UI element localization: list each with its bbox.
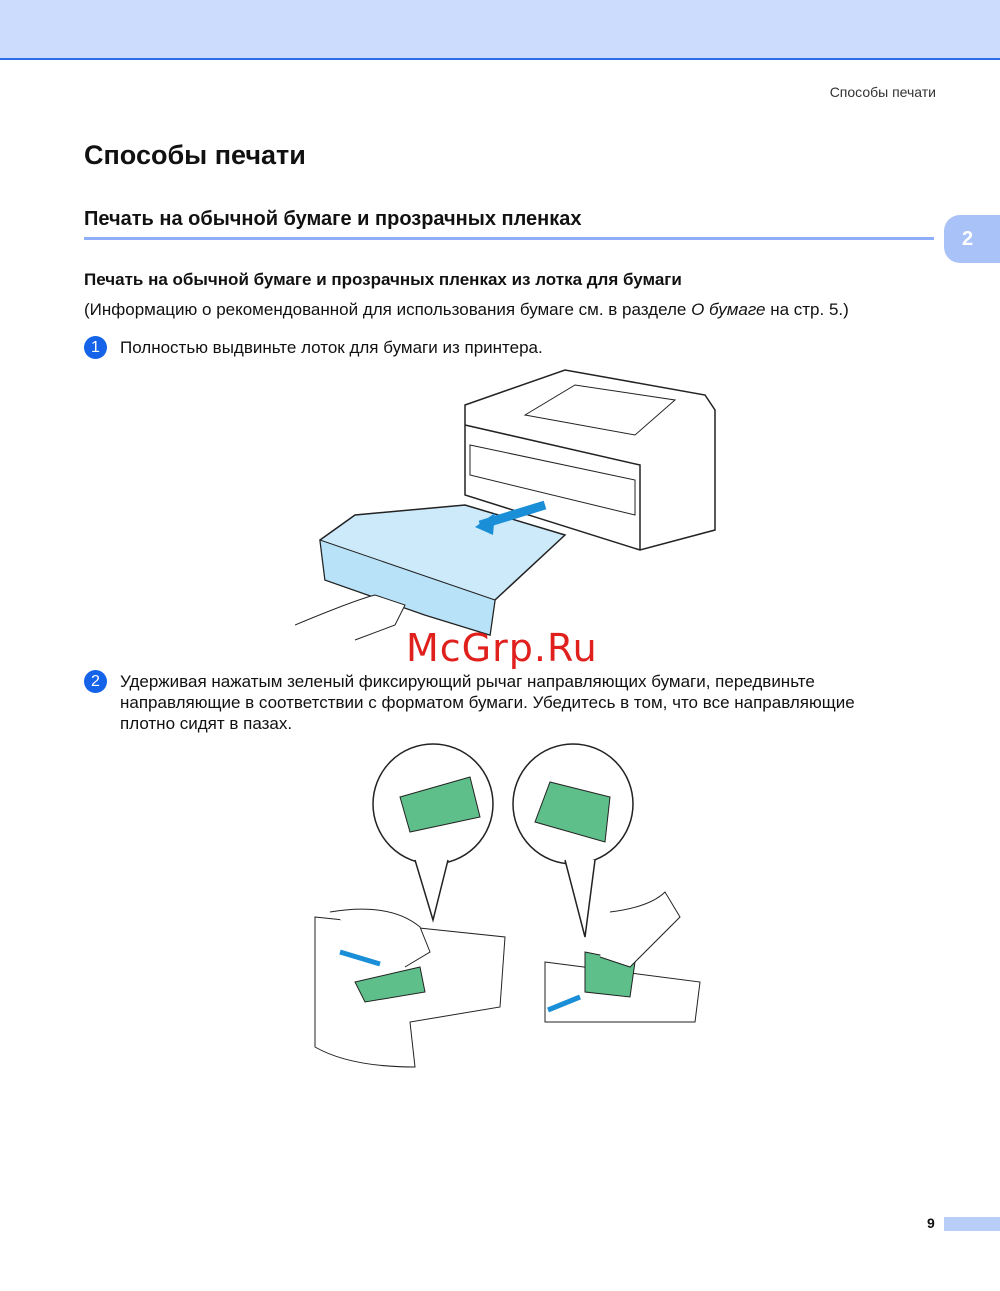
paper-link[interactable]: О бумаге (691, 300, 766, 319)
header-band (0, 0, 1000, 60)
footer-bar (944, 1217, 1000, 1231)
page-title: Способы печати (84, 140, 306, 170)
page-number: 9 (927, 1215, 935, 1231)
step-text: Полностью выдвиньте лоток для бумаги из … (120, 338, 543, 357)
section-heading: Печать на обычной бумаге и прозрачных пл… (84, 208, 582, 230)
step-text: Удерживая нажатым зеленый фиксирующий ры… (120, 672, 855, 733)
step-2: 2 Удерживая нажатым зеленый фиксирующий … (84, 670, 910, 734)
chapter-tab: 2 (944, 215, 1000, 263)
step-number-badge: 1 (84, 336, 107, 359)
step-1: 1 Полностью выдвиньте лоток для бумаги и… (84, 336, 910, 359)
running-header: Способы печати (829, 84, 936, 100)
note-text-end: на стр. 5.) (765, 300, 849, 319)
paper-guides-illustration (314, 743, 701, 1068)
subsection-heading: Печать на обычной бумаге и прозрачных пл… (84, 270, 682, 289)
section-rule (84, 237, 934, 240)
step-number-badge: 2 (84, 670, 107, 693)
watermark: McGrp.Ru (406, 626, 598, 670)
reference-note: (Информацию о рекомендованной для исполь… (84, 300, 849, 320)
note-text: (Информацию о рекомендованной для исполь… (84, 300, 692, 319)
printer-tray-illustration (295, 369, 716, 641)
